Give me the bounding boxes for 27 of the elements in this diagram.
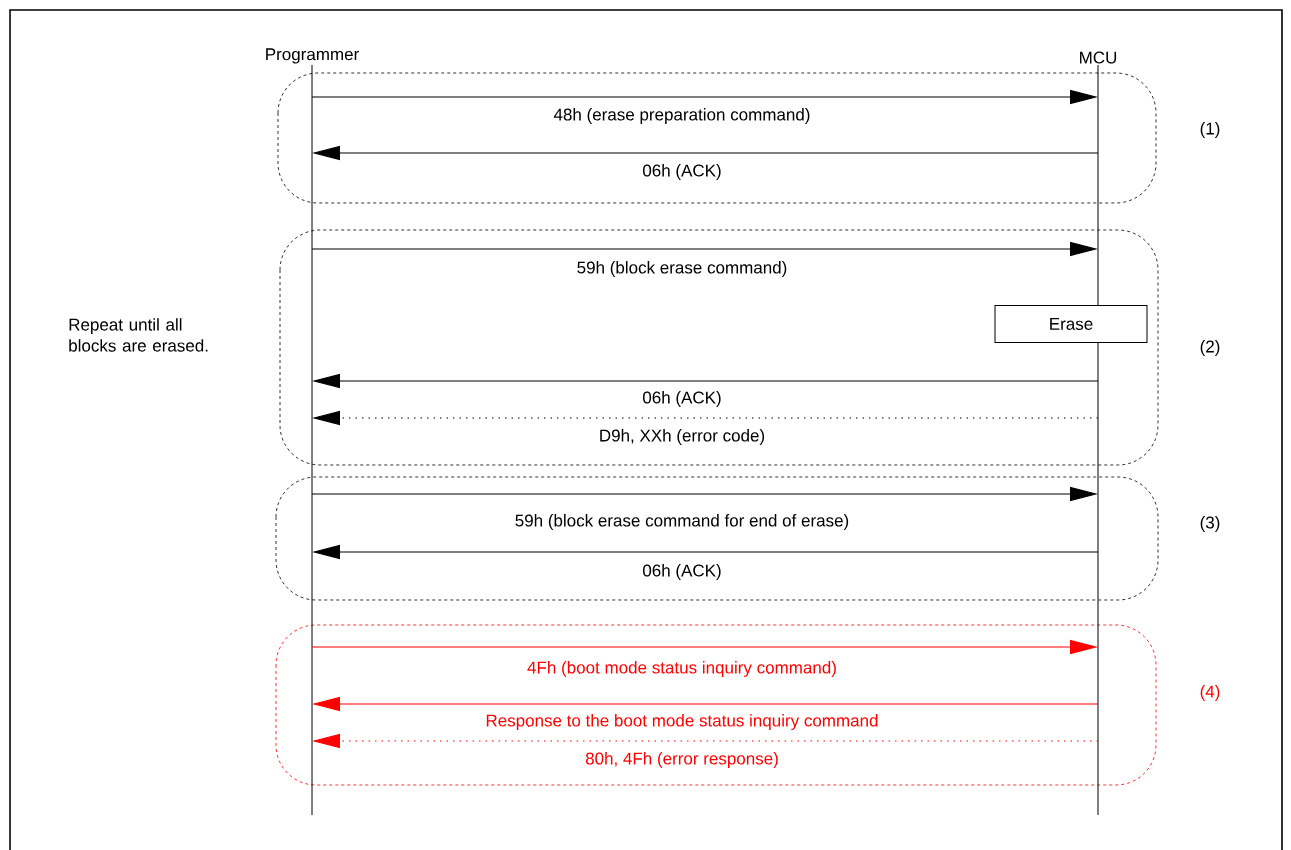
edge-label: 48h (erase preparation command) bbox=[553, 108, 810, 124]
step-number: (1) bbox=[1200, 122, 1220, 138]
step-number: (2) bbox=[1200, 340, 1220, 356]
message-arrow bbox=[311, 640, 1097, 654]
edge-label: 06h (ACK) bbox=[643, 164, 721, 180]
note: Repeat until all blocks are erased. bbox=[69, 318, 208, 352]
edge-label: 80h, 4Fh (error response) bbox=[585, 752, 778, 768]
step-number: (3) bbox=[1200, 516, 1220, 532]
message-arrow bbox=[313, 734, 1099, 748]
edge-label: 59h (block erase command) bbox=[577, 261, 787, 277]
message-arrow bbox=[313, 146, 1099, 160]
process-box: Erase bbox=[994, 305, 1148, 343]
message-arrow bbox=[311, 90, 1097, 104]
message-arrow bbox=[313, 374, 1099, 388]
edge-label: 06h (ACK) bbox=[643, 564, 721, 580]
edge-label: 4Fh (boot mode status inquiry command) bbox=[527, 661, 836, 677]
edge-label: 06h (ACK) bbox=[643, 391, 721, 407]
step-number: (4) bbox=[1200, 685, 1220, 701]
edge-label: Response to the boot mode status inquiry command bbox=[486, 714, 878, 730]
message-arrow bbox=[313, 411, 1099, 425]
edge-label: 59h (block erase command for end of erase) bbox=[515, 514, 849, 530]
lifeline: Programmer bbox=[266, 48, 359, 816]
message-arrow bbox=[313, 545, 1099, 559]
edge-label: D9h, XXh (error code) bbox=[600, 429, 765, 445]
message-arrow bbox=[311, 242, 1097, 256]
message-arrow bbox=[311, 487, 1097, 501]
message-arrow bbox=[313, 697, 1099, 711]
